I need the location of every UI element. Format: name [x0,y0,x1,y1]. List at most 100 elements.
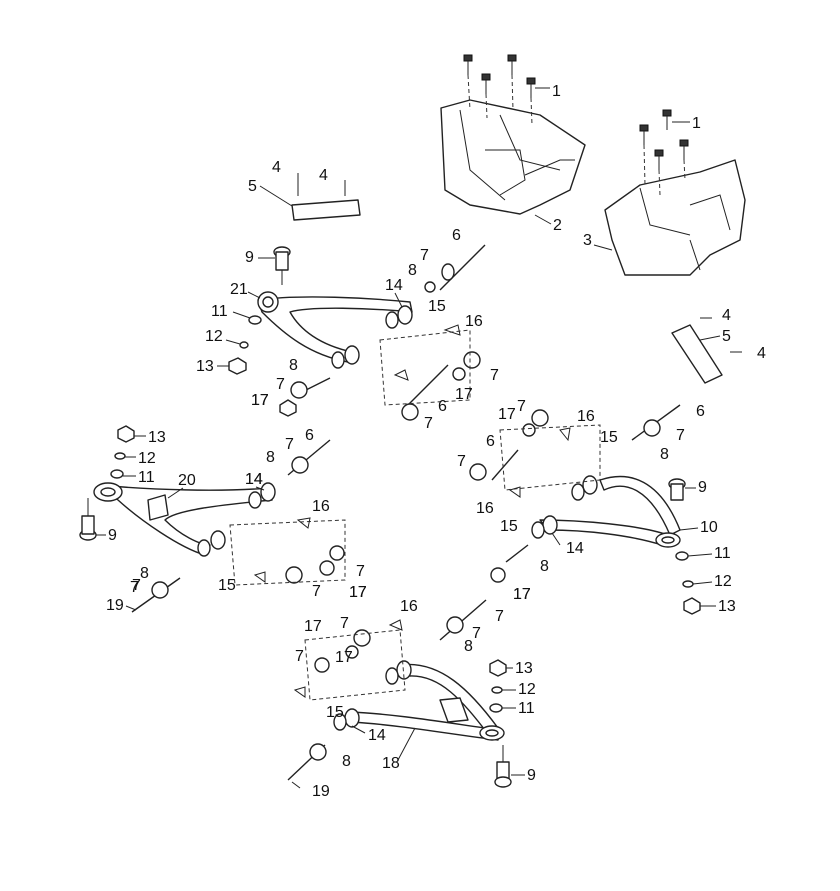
ball-joint-left [79,498,97,541]
callout-15: 15 [326,704,344,721]
callout-12: 12 [205,328,223,345]
callout-7: 7 [132,577,141,594]
callout-17: 17 [349,584,367,601]
callout-8: 8 [660,446,669,463]
callout-10: 10 [700,519,718,536]
callout-16: 16 [400,598,418,615]
callout-17: 17 [304,618,322,635]
callout-13: 13 [718,598,736,615]
callout-14: 14 [385,277,403,294]
callout-3: 3 [583,232,592,249]
callout-14: 14 [245,471,263,488]
callout-9: 9 [108,527,117,544]
ball-joint-upper [273,246,291,285]
bolts-cover-right [639,109,689,196]
washer-12-a [239,341,249,349]
callout-12: 12 [714,573,732,590]
callout-11: 11 [518,700,535,717]
callout-20: 20 [178,472,196,489]
callout-2: 2 [553,217,562,234]
callout-7: 7 [517,398,526,415]
callout-16: 16 [577,408,595,425]
callout-12: 12 [518,681,536,698]
callout-8: 8 [342,753,351,770]
callout-6: 6 [438,398,447,415]
callout-9: 9 [527,767,536,784]
callout-8: 8 [140,565,149,582]
callout-4: 4 [757,345,766,362]
front-cover-left [440,99,586,215]
callout-17: 17 [251,392,269,409]
left-arm-hardware [131,439,346,613]
callout-6: 7 [495,608,504,625]
callout-4: 4 [319,167,328,184]
nut-13-d [489,659,507,677]
callout-7: 7 [312,583,321,600]
callout-17: 17 [513,586,531,603]
washer-12-c [682,580,694,588]
callout-7: 7 [276,376,285,393]
callout-16: 16 [312,498,330,515]
callout-4: 4 [722,307,731,324]
callout-5: 5 [722,328,731,345]
washer-12-b [114,452,126,460]
upper-a-arm-21 [257,291,413,369]
callout-13: 13 [196,358,214,375]
callout-15: 15 [600,429,618,446]
washer-11-b [110,469,124,479]
right-arm-hardware [469,404,681,583]
callout-7: 7 [340,615,349,632]
a-arm-10 [531,475,681,548]
washer-11-d [489,703,503,713]
callout-1: 1 [692,115,701,132]
callout-13: 13 [515,660,533,677]
lower-a-arm-20 [93,482,276,557]
callout-11: 11 [211,303,228,320]
callout-8: 8 [408,262,417,279]
callout-14: 14 [566,540,584,557]
callout-7: 7 [285,436,294,453]
callout-12: 12 [138,450,156,467]
callout-8: 8 [464,638,473,655]
callout-21: 21 [230,281,248,298]
callout-17: 17 [335,649,353,666]
upper-arm-hardware [279,244,486,421]
callout-17: 17 [513,586,531,603]
callout-15: 15 [218,577,236,594]
callout-8: 8 [266,449,275,466]
callout-18: 18 [382,755,400,772]
callout-6: 6 [696,403,705,420]
callout-15: 15 [428,298,446,315]
callout-7: 7 [356,563,365,580]
callout-8: 8 [540,558,549,575]
ball-joint-right [668,478,686,501]
callout-17: 17 [455,386,473,403]
callouts: 1 1 2 3 4 4 4 4 5 5 6 6 6 6 6 7 7 7 7 7 … [96,83,766,800]
lower-a-arm-18 [333,660,505,741]
callout-4: 4 [272,159,281,176]
bolts-cover-left [463,54,536,126]
callout-1: 1 [552,83,561,100]
callout-19: 19 [106,597,124,614]
callout-7: 7 [490,367,499,384]
callout-11: 11 [138,469,155,486]
ball-joint-bottom [494,745,512,788]
callout-7: 7 [472,625,481,642]
washer-11-c [675,551,689,561]
callout-9: 9 [698,479,707,496]
callout-7: 7 [424,415,433,432]
callout-15: 15 [500,518,518,535]
callout-6: 6 [305,427,314,444]
callout-17: 17 [498,406,516,423]
callout-6: 6 [486,433,495,450]
front-cover-right [604,159,746,276]
callout-5: 5 [248,178,257,195]
callout-9: 9 [245,249,254,266]
bracket-right [671,317,742,384]
bottom-arm-hardware [287,599,487,781]
callout-16: 16 [476,500,494,517]
callout-19: 19 [312,783,330,800]
callout-16: 16 [465,313,483,330]
